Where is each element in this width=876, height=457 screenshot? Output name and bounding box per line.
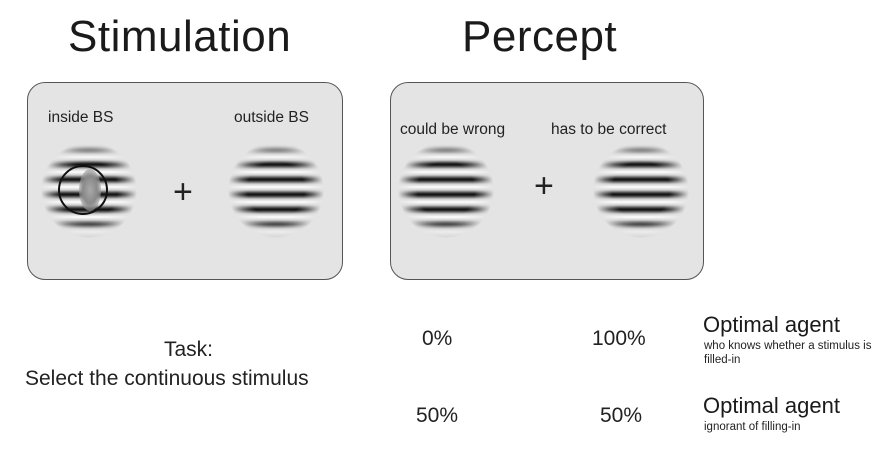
agent1-left-value: 0% (422, 327, 453, 350)
agent2-subtitle: ignorant of filling-in (704, 421, 801, 433)
task-heading: Task: (164, 338, 214, 361)
has-to-be-correct-label: has to be correct (551, 121, 667, 138)
agent2-left-value: 50% (416, 404, 459, 427)
stimulation-title: Stimulation (68, 12, 292, 61)
fixation-cross: + (173, 173, 193, 211)
agent1-right-value: 100% (592, 327, 646, 350)
horizontal-grating-icon (593, 142, 689, 238)
inside-bs-label: inside BS (48, 109, 114, 126)
agent1-title: Optimal agent (703, 312, 840, 337)
agent2-title: Optimal agent (703, 393, 840, 418)
fixation-cross: + (534, 167, 554, 205)
horizontal-grating-icon (398, 142, 494, 238)
percept-panel: could be wrong has to be correct + (390, 82, 704, 280)
agent2-right-value: 50% (600, 404, 643, 427)
could-be-wrong-label: could be wrong (400, 121, 506, 138)
horizontal-grating-icon (228, 142, 324, 238)
outside-bs-label: outside BS (234, 109, 309, 126)
percept-title: Percept (462, 12, 618, 61)
task-description: Select the continuous stimulus (25, 367, 309, 390)
agent1-subtitle: who knows whether a stimulus is filled-i… (704, 340, 872, 366)
stimulation-panel: inside BS outside BS + (27, 82, 343, 280)
blindspot-circle-icon (58, 165, 108, 215)
